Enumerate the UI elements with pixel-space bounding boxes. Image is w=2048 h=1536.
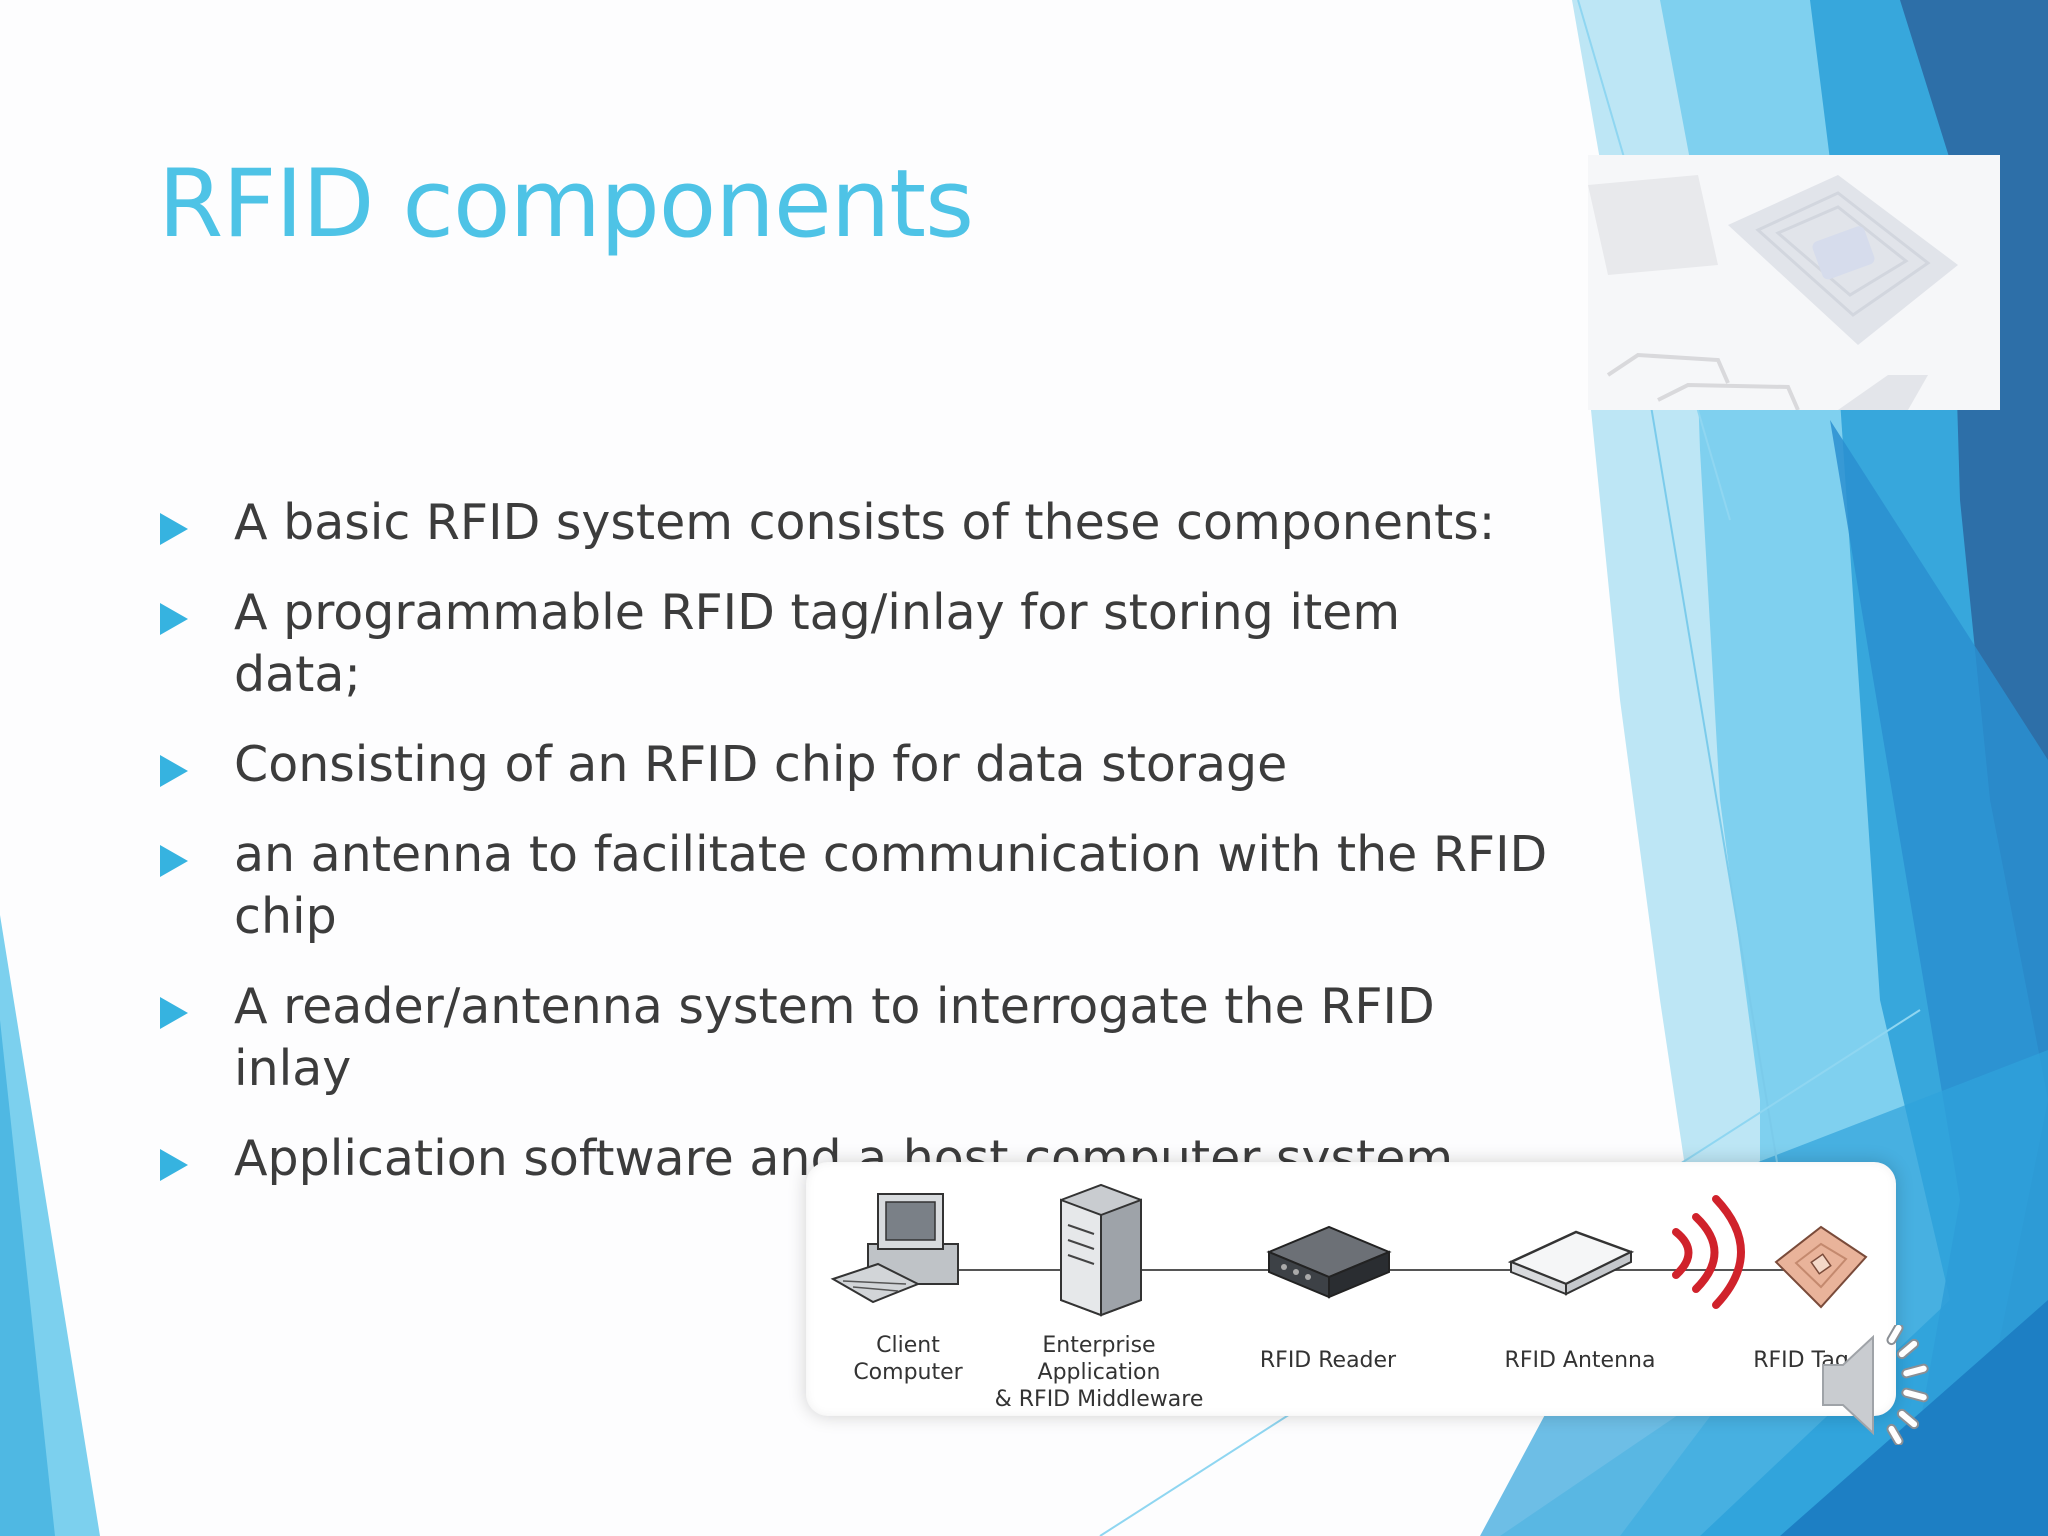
speaker-icon[interactable] xyxy=(1818,1325,1948,1445)
slide-title: RFID components xyxy=(158,150,974,259)
bullet-arrow-icon xyxy=(160,513,188,545)
bullet-item: Consisting of an RFID chip for data stor… xyxy=(160,734,1540,796)
bullet-item: an antenna to facilitate communication w… xyxy=(160,824,1654,948)
rfid-tag-photo xyxy=(1588,155,2000,410)
rfid-system-diagram: Client Computer Enterprise Application &… xyxy=(806,1162,1896,1416)
bullet-arrow-icon xyxy=(160,603,188,635)
bullet-item: A reader/antenna system to interrogate t… xyxy=(160,976,1540,1100)
bullet-item: A programmable RFID tag/inlay for storin… xyxy=(160,582,1540,706)
label-line: RFID Antenna xyxy=(1504,1348,1656,1373)
label-line: RFID Reader xyxy=(1259,1348,1397,1373)
bullet-item: A basic RFID system consists of these co… xyxy=(160,492,1540,554)
bullet-text: A reader/antenna system to interrogate t… xyxy=(234,978,1435,1097)
rfid-antenna-icon xyxy=(1507,1230,1635,1296)
bullet-text: an antenna to facilitate communication w… xyxy=(234,826,1548,945)
component-label-reader: RFID Reader xyxy=(1218,1347,1438,1374)
bullet-arrow-icon xyxy=(160,997,188,1029)
label-line: Enterprise Application xyxy=(1037,1333,1161,1385)
label-line: & RFID Middleware xyxy=(994,1387,1204,1412)
label-line: Computer xyxy=(853,1360,963,1385)
bullet-text: A basic RFID system consists of these co… xyxy=(234,494,1496,551)
bullet-text: Consisting of an RFID chip for data stor… xyxy=(234,736,1288,793)
bullet-arrow-icon xyxy=(160,1149,188,1181)
rfid-tag-icon xyxy=(1774,1225,1868,1309)
component-label-client: Client Computer xyxy=(798,1332,1018,1386)
bullet-text: A programmable RFID tag/inlay for storin… xyxy=(234,584,1401,703)
rfid-tag-photo-icon xyxy=(1588,155,2000,410)
component-label-enterprise: Enterprise Application & RFID Middleware xyxy=(989,1332,1209,1413)
client-computer-icon xyxy=(830,1193,959,1304)
component-label-antenna: RFID Antenna xyxy=(1470,1347,1690,1374)
bullet-arrow-icon xyxy=(160,845,188,877)
radio-waves-icon xyxy=(1672,1195,1745,1309)
label-line: Client xyxy=(876,1333,940,1358)
bullet-list: A basic RFID system consists of these co… xyxy=(160,492,1547,1218)
bullet-arrow-icon xyxy=(160,755,188,787)
rfid-reader-icon xyxy=(1266,1225,1392,1299)
server-icon xyxy=(1060,1183,1142,1317)
